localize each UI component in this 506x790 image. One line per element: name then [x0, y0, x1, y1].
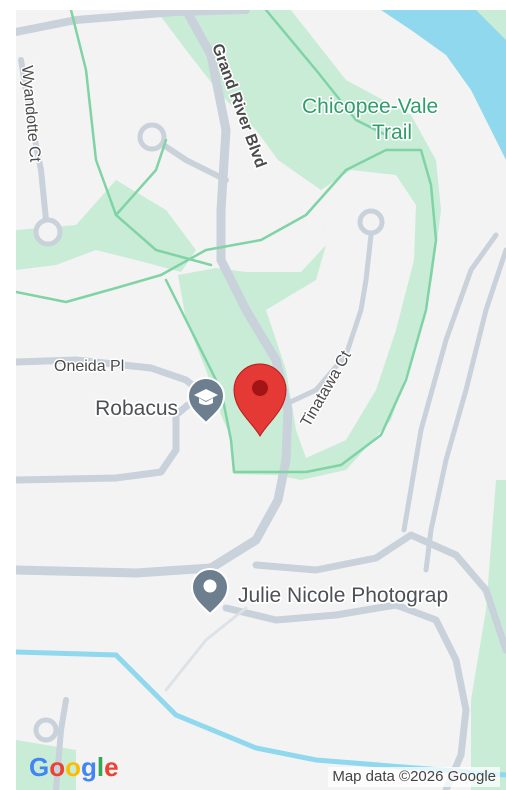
trail-main [16, 148, 438, 474]
logo-letter: o [65, 752, 82, 782]
map-view[interactable]: Grand River Blvd Wyandotte Ct Tinatawa C… [16, 10, 506, 790]
graduation-cap-icon [194, 389, 218, 405]
trail-west [69, 10, 213, 267]
label-trail-line2: Trail [372, 121, 412, 144]
selected-location-marker[interactable] [233, 363, 287, 438]
red-pin-icon [233, 363, 287, 438]
poi-robacus[interactable]: Robacus [93, 377, 226, 425]
road-top [16, 10, 250, 36]
road-tinatawa [281, 232, 374, 408]
label-robacus: Robacus [95, 397, 178, 420]
label-oneida-pl: Oneida Pl [54, 358, 124, 375]
road-north-cul [153, 137, 229, 183]
logo-letter: G [29, 752, 50, 782]
road-lower-loop [252, 531, 506, 654]
google-logo[interactable]: Google [29, 752, 119, 783]
logo-letter: g [81, 752, 97, 782]
park-area-west [16, 180, 196, 272]
red-pin-dot [252, 380, 268, 396]
road-footpath [164, 606, 248, 692]
river-bank-green [446, 10, 506, 40]
clearing-area [266, 170, 416, 458]
culdesac-wyandotte [33, 217, 63, 247]
road-wyandotte [18, 57, 49, 223]
label-julie-nicole: Julie Nicole Photograp [238, 584, 448, 607]
logo-letter: e [104, 752, 119, 782]
road-cul-east-2 [401, 232, 499, 533]
poi-julie-nicole-photography[interactable]: Julie Nicole Photograp [190, 568, 450, 616]
trail-upper [264, 10, 388, 137]
river [381, 10, 506, 160]
logo-letter: o [49, 752, 66, 782]
label-trail-line1: Chicopee-Vale [302, 95, 438, 118]
culdesac-north [137, 122, 167, 152]
map-canvas[interactable]: Grand River Blvd Wyandotte Ct Tinatawa C… [16, 10, 506, 790]
culdesac-tinatawa [357, 208, 385, 236]
road-cul-east [423, 247, 506, 573]
place-pin-dot-icon [203, 579, 217, 593]
map-attribution[interactable]: Map data ©2026 Google [328, 767, 500, 787]
road-lower-loop-2 [222, 601, 470, 790]
trail-link [114, 138, 168, 217]
park-area-east [471, 480, 506, 790]
road-south-west [53, 697, 69, 790]
culdesac-southwest [33, 717, 59, 743]
road-oneida-lower [16, 401, 192, 484]
logo-letter: l [96, 752, 105, 782]
